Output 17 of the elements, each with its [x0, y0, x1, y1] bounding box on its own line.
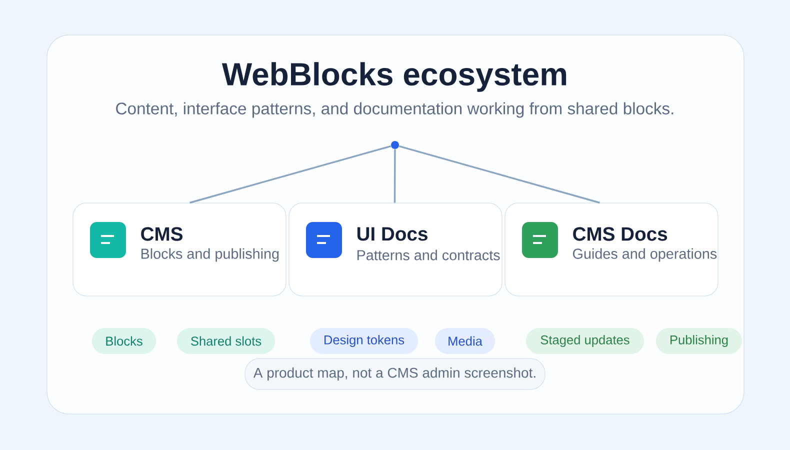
card-title: CMS [141, 227, 182, 241]
tag-pill: Shared slots [177, 328, 275, 354]
note-pill: A product map, not a CMS admin screenshot. [244, 358, 546, 390]
card-title: CMS Docs [573, 227, 668, 241]
subtitle: Content, interface patterns, and documentation working from shared blocks. [116, 102, 674, 118]
connector-line [190, 145, 392, 204]
junction-dot [391, 141, 399, 149]
connector-line [398, 145, 600, 204]
connector-line [394, 149, 396, 203]
card-subtitle: Blocks and publishing [141, 248, 279, 262]
card-subtitle: Guides and operations [573, 248, 717, 262]
card-title: UI Docs [357, 227, 428, 241]
tag-pill: Design tokens [310, 328, 418, 354]
tag-pill: Staged updates [526, 328, 644, 354]
title: WebBlocks ecosystem [222, 62, 566, 92]
tag-pill: Publishing [656, 328, 742, 354]
card-subtitle: Patterns and contracts [357, 250, 500, 260]
